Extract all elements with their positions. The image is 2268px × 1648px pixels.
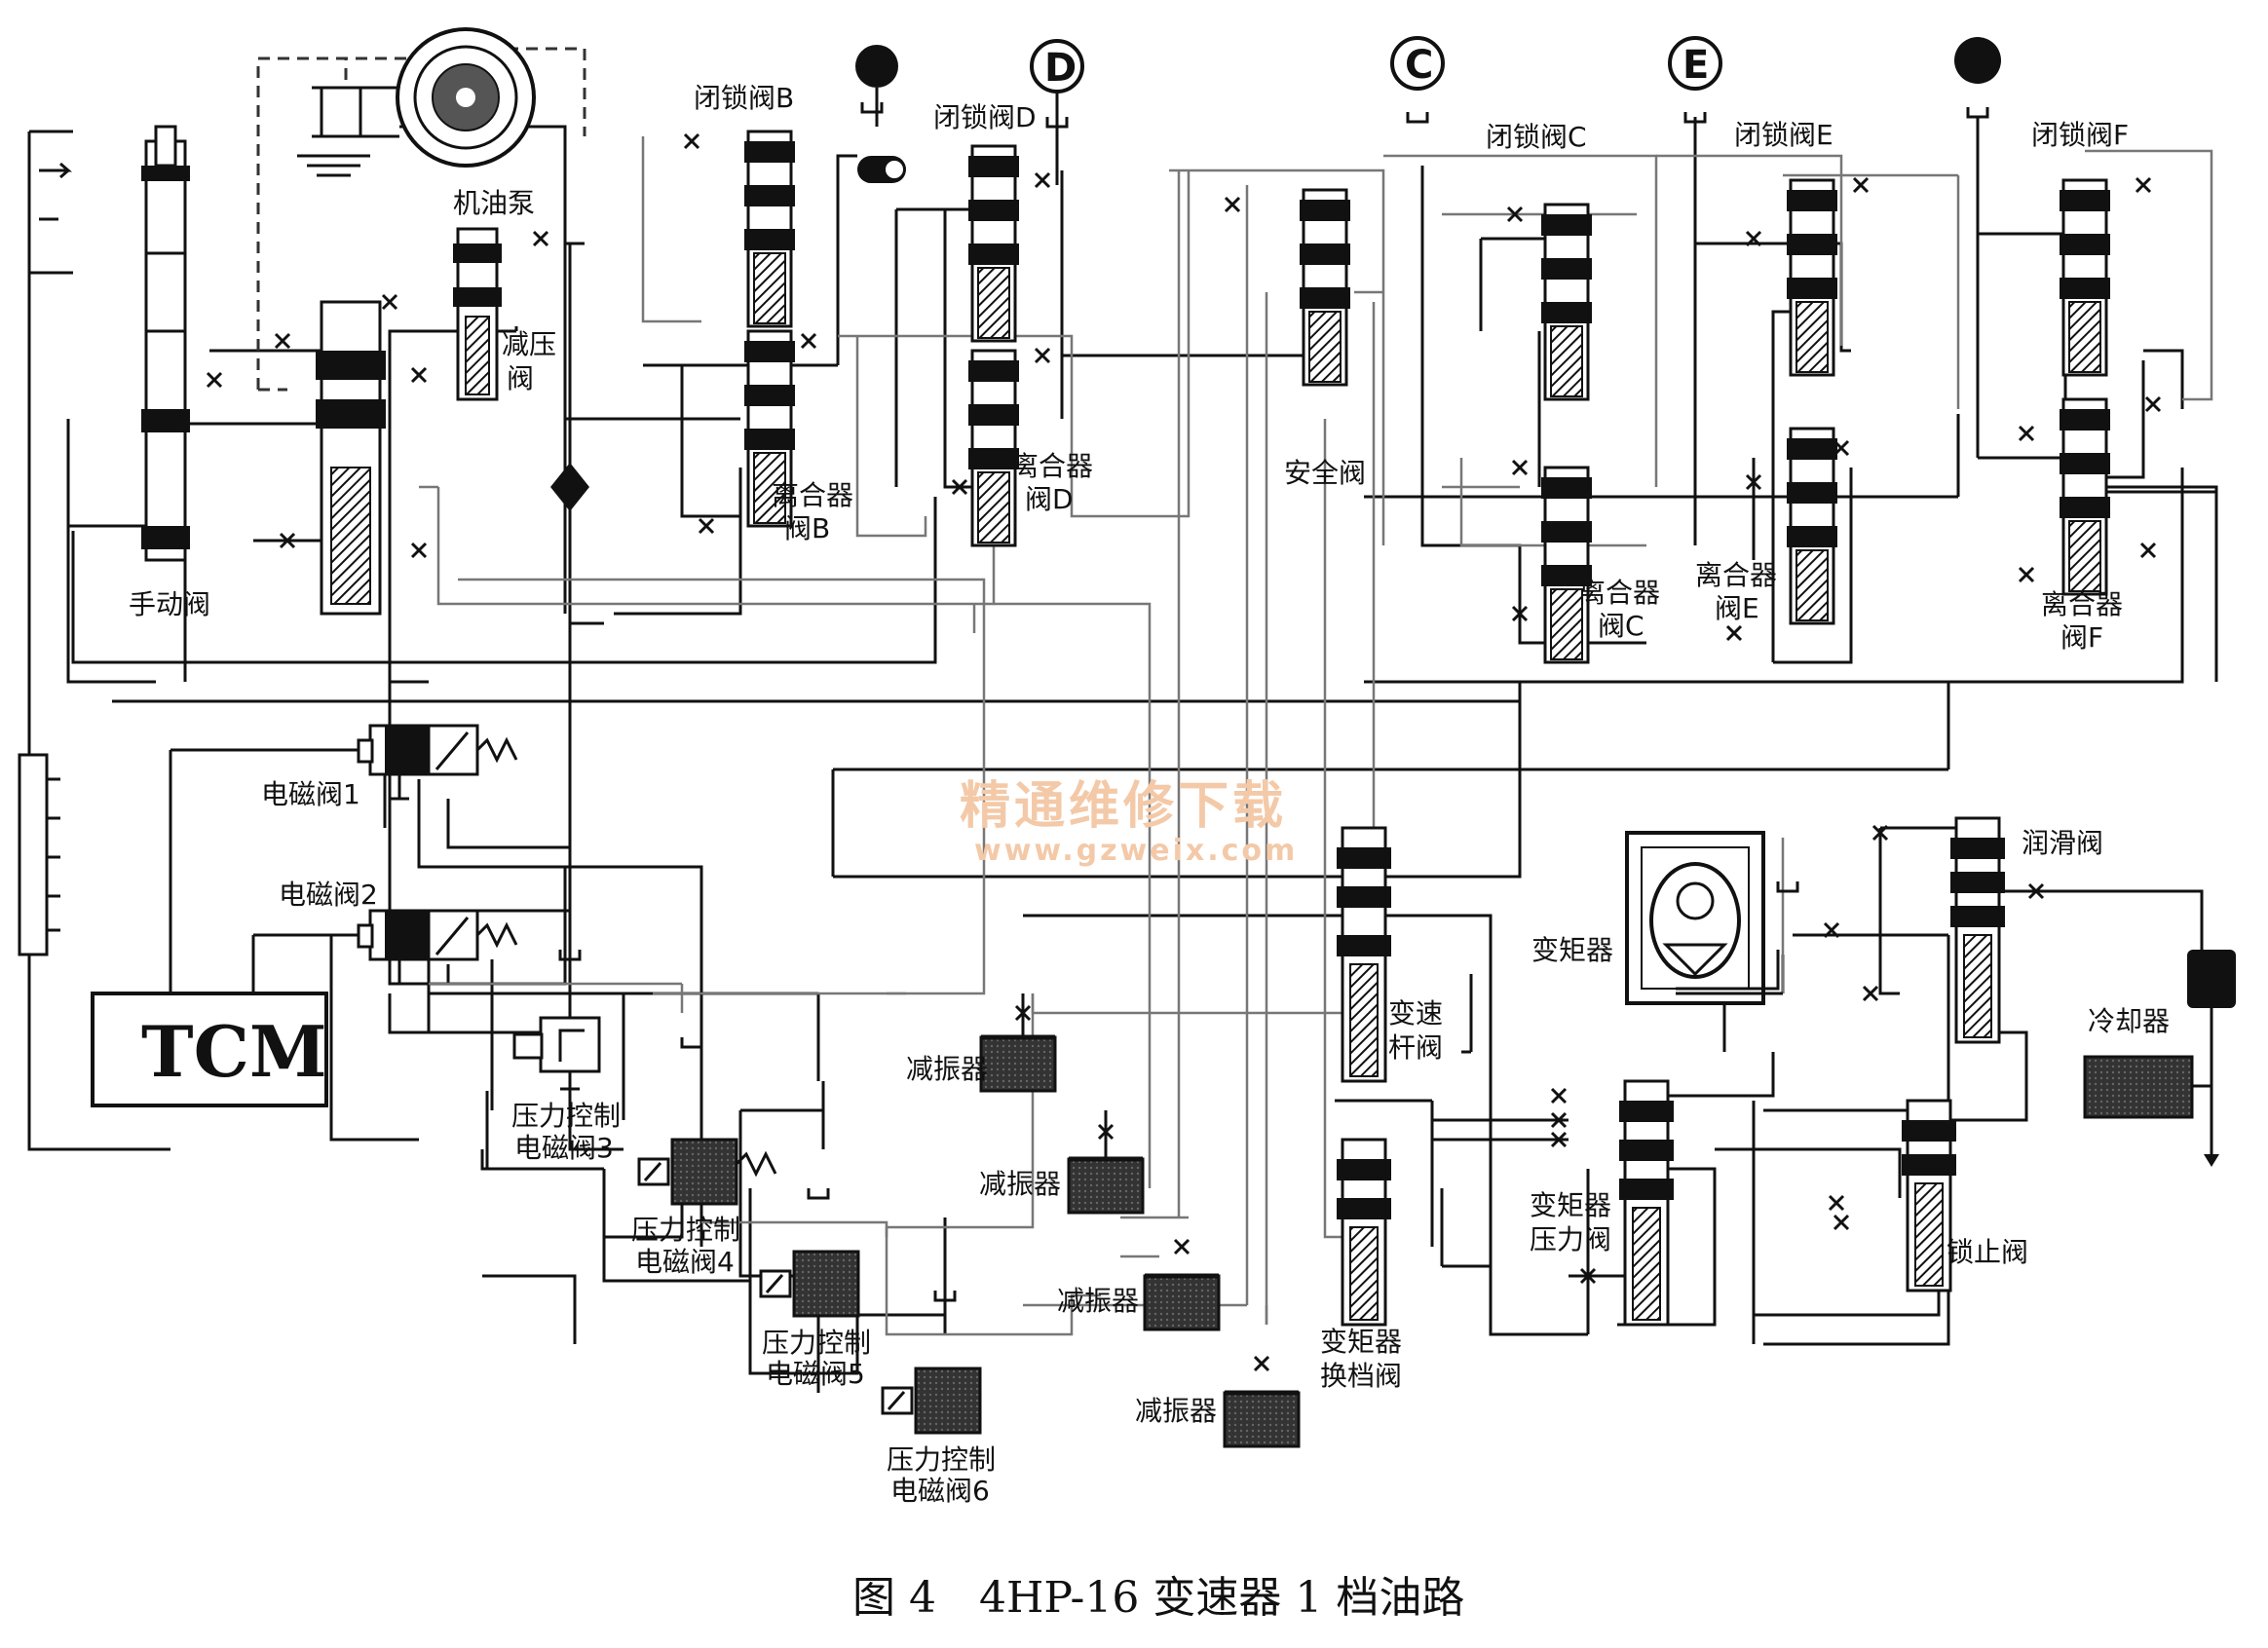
lock-valve-d <box>966 144 1021 343</box>
lubrication-valve-label: 润滑阀 <box>2022 827 2103 859</box>
pcs-6-label-1: 压力控制 <box>887 1443 996 1476</box>
damper-4 <box>1225 1355 1299 1446</box>
pressure-control-solenoid-3 <box>512 1016 601 1091</box>
svg-text:E: E <box>1682 43 1709 88</box>
lock-valve-b <box>742 130 797 328</box>
tc-pressure-valve-label-1: 变矩器 <box>1530 1189 1611 1221</box>
clutch-valve-c-label-2: 阀C <box>1598 610 1644 642</box>
shift-lever-valve <box>1337 826 1391 1083</box>
pressure-control-solenoid-4 <box>637 1138 738 1206</box>
tc-shift-valve-label-2: 换档阀 <box>1320 1360 1402 1392</box>
filter-diamond <box>550 463 589 511</box>
pressure-control-solenoid-5 <box>759 1250 860 1318</box>
cup-symbols <box>558 102 1989 1302</box>
torque-converter <box>1625 831 1783 1005</box>
pressure-regulator-valve <box>253 300 386 616</box>
watermark-cn: 精通维修下载 <box>960 777 1287 836</box>
clutch-valve-c-label-1: 离合器 <box>1578 577 1660 609</box>
pcs-4-label-2: 电磁阀4 <box>635 1246 735 1278</box>
lock-valve-d-label: 闭锁阀D <box>933 101 1037 133</box>
reducing-valve-label-1: 减压 <box>502 328 556 360</box>
watermark-url: www.gzweix.com <box>974 834 1298 868</box>
tc-shift-valve <box>1337 1138 1391 1327</box>
clutch-valve-f-label-1: 离合器 <box>2041 588 2123 620</box>
lockup-valve-label: 锁止阀 <box>1947 1236 2028 1268</box>
pcs-5-label-1: 压力控制 <box>762 1327 871 1359</box>
safety-valve-label: 安全阀 <box>1284 457 1366 489</box>
damper-4-label: 减振器 <box>1135 1395 1217 1427</box>
pcs-3-label-1: 压力控制 <box>511 1100 621 1132</box>
pcs-4-label-1: 压力控制 <box>631 1214 740 1246</box>
tcm-box: TCM <box>91 992 328 1107</box>
clutch-valve-e <box>1785 427 1839 625</box>
lockup-valve <box>1828 1099 1956 1292</box>
damper-3-label: 减振器 <box>1057 1285 1139 1317</box>
shift-lever-valve-label-1: 变速 <box>1388 997 1443 1030</box>
tc-shift-valve-label-1: 变矩器 <box>1320 1326 1402 1358</box>
left-gauge-rail <box>18 130 170 1151</box>
damper-1-label: 减振器 <box>906 1053 988 1085</box>
svg-text:C: C <box>1405 43 1433 88</box>
cooler <box>2083 955 2219 1167</box>
lock-valve-b-label: 闭锁阀B <box>694 82 794 114</box>
lubrication-valve <box>1823 816 2045 1044</box>
tc-pressure-valve-label-2: 压力阀 <box>1530 1223 1611 1255</box>
lock-valve-c <box>1539 203 1594 401</box>
circle-marker-e: E <box>1668 36 1722 91</box>
clutch-valve-c <box>1539 466 1594 664</box>
svg-text:D: D <box>1044 46 1077 91</box>
pcs-6-label-2: 电磁阀6 <box>890 1475 990 1507</box>
oil-pump-label: 机油泵 <box>453 187 535 219</box>
lock-valve-c-label: 闭锁阀C <box>1486 121 1587 153</box>
clutch-valve-d-label-2: 阀D <box>1025 483 1074 515</box>
oil-pump <box>297 27 536 177</box>
damper-2 <box>1069 1110 1143 1213</box>
clutch-valve-f <box>2058 397 2112 596</box>
damper-3 <box>1145 1238 1219 1330</box>
clutch-valve-d-label-1: 离合器 <box>1011 450 1093 482</box>
reducing-valve-label-2: 阀 <box>507 362 534 394</box>
circle-marker-d: D <box>1030 39 1084 185</box>
pcs-4-spring <box>735 1150 777 1178</box>
solenoid-1-label: 电磁阀1 <box>261 778 360 810</box>
figure-caption: 图 4 4HP-16 变速器 1 档油路 <box>852 1573 1464 1623</box>
manual-valve <box>141 125 190 562</box>
clutch-valve-f-label-2: 阀F <box>2060 621 2103 654</box>
pcs-3-label-2: 电磁阀3 <box>514 1132 614 1164</box>
clutch-valve-d <box>966 349 1021 547</box>
tcm-label: TCM <box>141 1010 327 1093</box>
pressure-control-solenoid-6 <box>881 1367 982 1435</box>
damper-1 <box>981 993 1055 1091</box>
pcs-5-label-2: 电磁阀5 <box>766 1358 865 1390</box>
lock-valve-f-label: 闭锁阀F <box>2031 119 2129 151</box>
circle-marker-c: C <box>1390 36 1445 91</box>
secondary-line-network <box>419 136 2213 1336</box>
damper-2-label: 减振器 <box>979 1168 1061 1200</box>
clutch-valve-b-label-2: 阀B <box>784 512 830 544</box>
pump-return-dashed-line <box>256 47 586 392</box>
lock-valve-e-label: 闭锁阀E <box>1734 119 1833 151</box>
solenoid-1 <box>357 724 518 801</box>
solenoid-2-label: 电磁阀2 <box>279 879 378 911</box>
circle-marker-f <box>1954 37 2001 84</box>
shift-lever-valve-label-2: 杆阀 <box>1388 1031 1443 1064</box>
circle-marker-b <box>855 45 898 127</box>
tc-pressure-valve <box>1550 1079 1674 1327</box>
safety-valve <box>1298 188 1352 387</box>
reducing-valve <box>453 227 549 401</box>
manual-valve-label: 手动阀 <box>129 588 210 620</box>
oil-filter <box>2187 950 2236 1008</box>
lock-valve-f <box>2058 178 2112 377</box>
clutch-valve-b-label-1: 离合器 <box>772 479 853 511</box>
cooler-label: 冷却器 <box>2088 1005 2170 1037</box>
clutch-valve-e-label-1: 离合器 <box>1695 559 1777 591</box>
solenoid-2 <box>357 909 518 986</box>
lock-valve-e <box>1785 178 1839 377</box>
shuttle-valve <box>857 156 906 183</box>
clutch-valve-e-label-2: 阀E <box>1715 592 1759 624</box>
torque-converter-label: 变矩器 <box>1531 934 1613 966</box>
